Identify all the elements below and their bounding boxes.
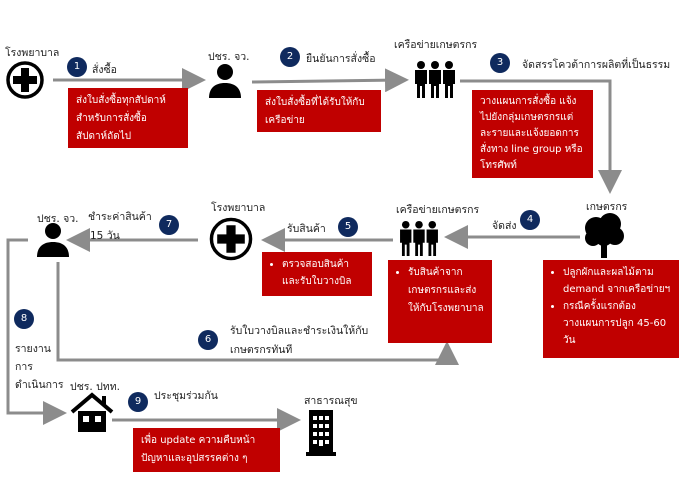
people-group-icon [400,220,438,256]
note-box-quota: วางแผนการสั่งซื้อ แจ้ง ไปยังกลุ่มเกษตรกร… [472,90,593,178]
arrow-3 [460,79,622,194]
node-label-pcr-national: ปชร. ปทท. [70,381,120,393]
note-bullet: รับสินค้าจากเกษตรกรและส่งให้กับโรงพยาบาล [408,264,484,318]
node-label-farmer-network: เครือข่ายเกษตรกร [396,204,480,216]
note-bullet: ตรวจสอบสินค้าและรับใบวางบิล [282,256,364,290]
node-label-hospital: โรงพยาบาล [5,47,60,59]
arrow-2 [251,68,409,93]
node-label-pcr-province: ปชร. จว. [208,51,250,63]
step-badge-1: 1 [67,57,87,77]
hospital-icon [209,217,253,261]
step-badge-5: 5 [338,217,358,237]
step-label-3: จัดสรรโควต้าการผลิตที่เป็นธรรม [522,59,671,71]
step-label-7: ชำระค่าสินค้า [88,211,152,223]
step-label-6: เกษตรกรทันที [230,344,293,356]
note-line: สัปดาห์ถัดไป [76,131,132,142]
node-label-public-health: สาธารณสุข [304,395,358,407]
note-line: เครือข่าย [265,115,305,126]
tree-icon [585,213,624,258]
note-line: ไปยังกลุ่มเกษตรกรแต่ [480,112,574,123]
note-box-network-delivery: รับสินค้าจากเกษตรกรและส่งให้กับโรงพยาบาล [388,260,492,343]
note-line: วางแผนการสั่งซื้อ แจ้ง [480,96,577,107]
note-box-receive: ตรวจสอบสินค้าและรับใบวางบิล [262,252,372,296]
step-label-9: ประชุมร่วมกัน [154,390,218,402]
step-label-5: รับสินค้า [287,223,326,235]
step-label-8: ดำเนินการ [15,379,64,391]
step-label-8: การ [15,361,33,373]
step-badge-9: 9 [128,392,148,412]
step-label-6: รับใบวางบิลและชำระเงินให้กับ [230,325,369,337]
step-badge-4: 4 [520,210,540,230]
step-badge-7: 7 [159,215,179,235]
step-label-1: สั่งซื้อ [92,64,117,76]
step-badge-6: 6 [198,330,218,350]
node-label-farmer: เกษตรกร [586,201,628,213]
step-label-8: รายงาน [15,343,51,355]
step-badge-8: 8 [14,309,34,329]
building-icon [306,410,336,456]
hospital-icon [6,61,44,99]
note-line: ปัญหาและอุปสรรคต่าง ๆ [141,453,248,464]
note-line: เพื่อ update ความคืบหน้า [141,435,256,446]
person-icon [209,64,241,98]
note-bullet: ปลูกผักและผลไม้ตาม demand จากเครือข่ายฯ [563,264,671,298]
arrow-8 [6,238,67,425]
note-line: สั่งทาง line group หรือ [480,144,583,155]
house-icon [70,392,114,432]
step-label-4: จัดส่ง [492,220,517,232]
arrow-6 [56,262,459,365]
step-badge-3: 3 [490,53,510,73]
node-label-pcr-province: ปชร. จว. [37,213,79,225]
node-label-farmer-network: เครือข่ายเกษตรกร [394,39,478,51]
note-line: โทรศัพท์ [480,160,517,171]
note-line: ละรายและแจ้งยอดการ [480,128,579,139]
note-line: ส่งใบสั่งซื้อทุกสัปดาห์ [76,95,166,106]
step-badge-2: 2 [280,47,300,67]
note-box-farmer: ปลูกผักและผลไม้ตาม demand จากเครือข่ายฯก… [543,260,679,358]
step-label-7: 15 วัน [90,230,120,242]
step-label-2: ยืนยันการสั่งซื้อ [306,53,376,65]
note-box-meeting: เพื่อ update ความคืบหน้า ปัญหาและอุปสรรค… [133,428,280,472]
note-box-order: ส่งใบสั่งซื้อทุกสัปดาห์ สำหรับการสั่งซื้… [68,88,188,148]
note-line: ส่งใบสั่งซื้อที่ได้รับให้กับ [265,97,365,108]
node-label-hospital: โรงพยาบาล [211,202,266,214]
note-box-confirm: ส่งใบสั่งซื้อที่ได้รับให้กับ เครือข่าย [257,90,381,132]
note-line: สำหรับการสั่งซื้อ [76,113,147,124]
note-bullet: กรณีครั้งแรกต้องวางแผนการปลูก 45-60 วัน [563,298,671,349]
people-group-icon [415,61,455,98]
person-icon [37,223,69,257]
